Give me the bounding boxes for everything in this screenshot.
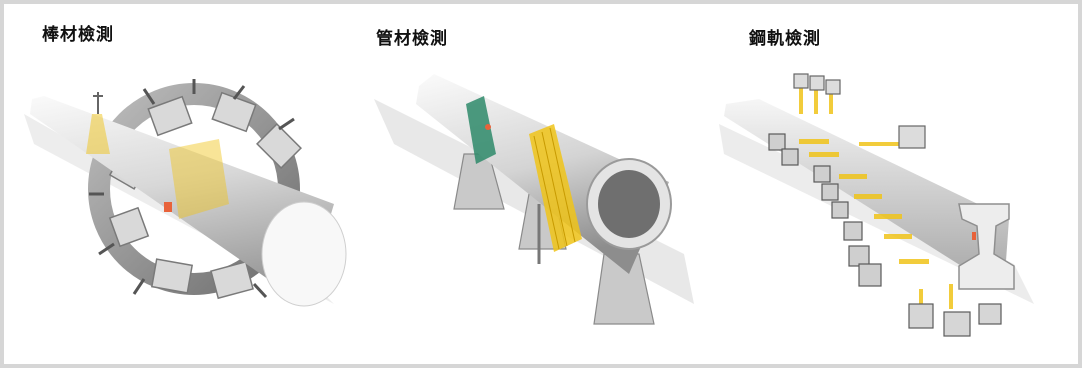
bar-inspection-illustration [24,79,347,307]
ultrasound-beams [799,84,953,309]
tube-inspection-panel: 管材檢測 [354,4,704,364]
rail-profile [958,203,1015,290]
ultrasound-beam [169,139,229,219]
top-probes [793,73,926,149]
bottom-probes [908,303,1002,337]
rail-inspection-illustration [719,73,1034,337]
tube-inspection-illustration [374,74,694,325]
defect-marker [485,124,491,130]
tube-bore [598,170,660,238]
coil-lines [533,127,576,250]
top-probe-beam [86,114,110,154]
defect-marker [164,202,172,212]
defect-marker [972,232,976,240]
bar-inspection-panel: 棒材檢測 [4,4,354,364]
coupling-band [466,96,496,164]
rail-inspection-title: 鋼軌檢測 [749,29,821,49]
tube-inspection-title: 管材檢測 [376,29,448,49]
bar-end-face [261,201,347,307]
side-probes [768,133,882,287]
bar-inspection-title: 棒材檢測 [42,25,114,45]
ultrasound-coil [529,124,582,252]
rail-inspection-panel: 鋼軌檢測 [704,4,1078,364]
